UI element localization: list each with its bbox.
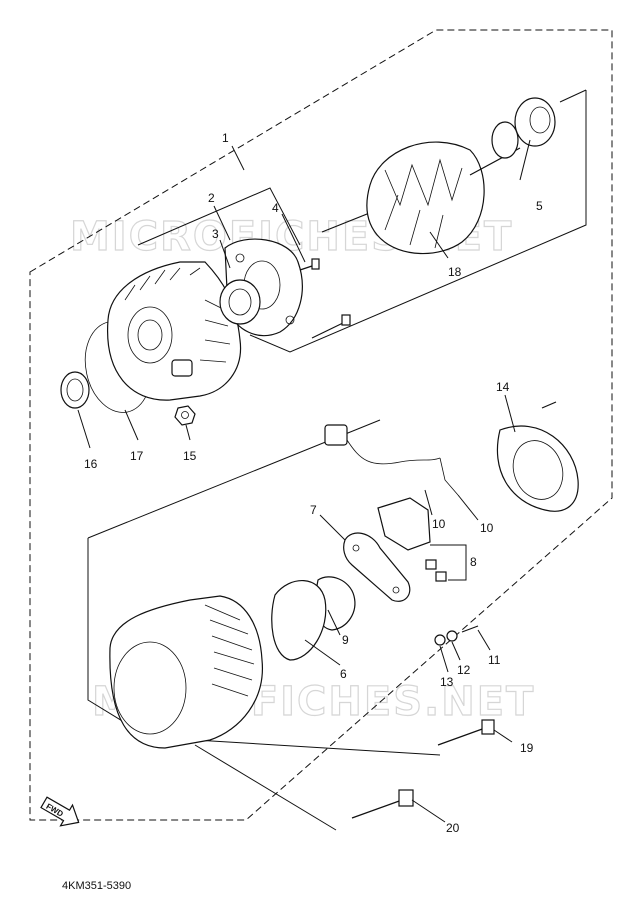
- through-bolt-part-20: [351, 789, 414, 819]
- callout-20: 20: [446, 821, 460, 835]
- through-bolt-part-19: [437, 719, 495, 746]
- callout-8: 8: [470, 555, 477, 569]
- callout-2: 2: [208, 191, 215, 205]
- callout-19: 19: [520, 741, 534, 755]
- rear-cover-part-14: [496, 401, 579, 512]
- callout-labels: 1 2 3 4 5 6 7 8 9 10 10 11 12 13 14 15 1…: [84, 131, 543, 835]
- callout-18: 18: [448, 265, 462, 279]
- callout-10a: 10: [432, 517, 446, 531]
- callout-17: 17: [130, 449, 144, 463]
- rectifier-plate-part-7: [343, 532, 411, 602]
- callout-5: 5: [536, 199, 543, 213]
- insulator-part-6: [271, 580, 327, 661]
- callout-10b: 10: [480, 521, 494, 535]
- document-code: 4KM351-5390: [62, 880, 132, 892]
- oil-seal-part-16: [60, 371, 90, 409]
- rear-housing: [109, 595, 263, 749]
- callout-13: 13: [440, 675, 454, 689]
- bearing-part-3: [219, 279, 261, 325]
- callout-15: 15: [183, 449, 197, 463]
- callout-3: 3: [212, 227, 219, 241]
- callout-9: 9: [342, 633, 349, 647]
- brush-holder-part-8: [377, 497, 447, 582]
- nut-part-15: [174, 405, 196, 426]
- callout-7: 7: [310, 503, 317, 517]
- callout-6: 6: [340, 667, 347, 681]
- rear-bearing-part-5: [491, 97, 556, 159]
- screw-part-4: [299, 258, 351, 339]
- small-hardware-parts: [434, 625, 479, 646]
- callout-16: 16: [84, 457, 98, 471]
- callout-4: 4: [272, 201, 279, 215]
- front-housing: [107, 261, 242, 401]
- callout-14: 14: [496, 380, 510, 394]
- upper-frame-lines: [137, 89, 587, 353]
- callout-11: 11: [488, 653, 501, 667]
- assembly-boundary: [29, 29, 613, 821]
- callout-1: 1: [222, 131, 229, 145]
- wiring-harness: [324, 424, 459, 496]
- fwd-arrow: FWD: [40, 796, 80, 827]
- callout-12: 12: [457, 663, 471, 677]
- leader-lines: [77, 139, 531, 823]
